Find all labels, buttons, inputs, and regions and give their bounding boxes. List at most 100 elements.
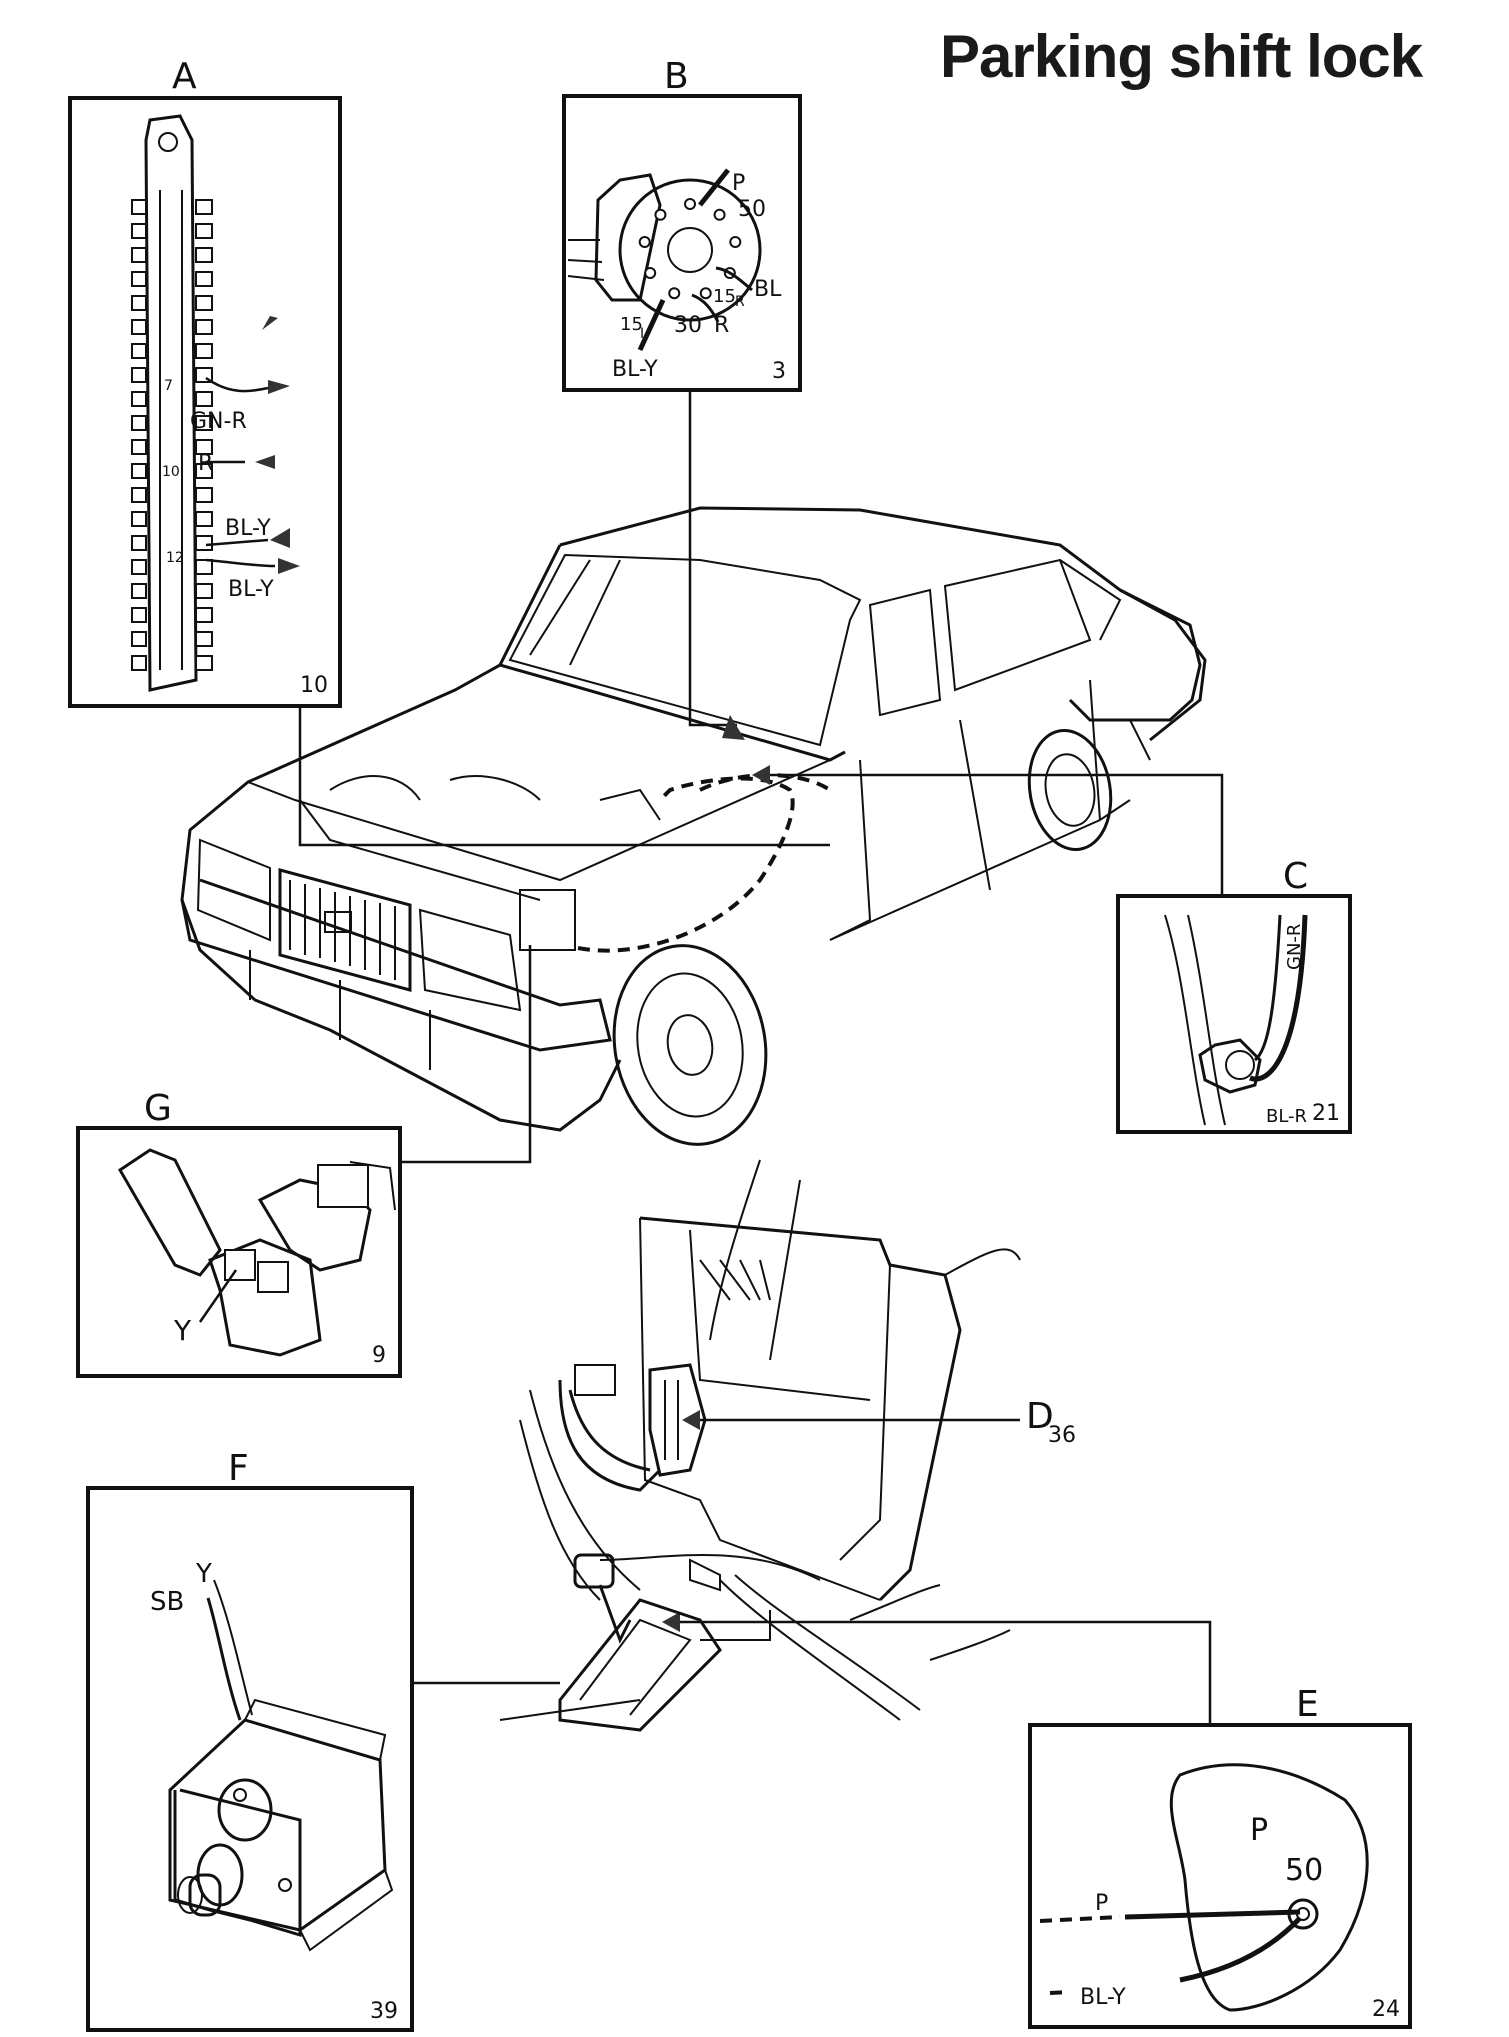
- terminal-p: P: [732, 171, 745, 196]
- switch-terminal-hole: [644, 267, 657, 279]
- wire-bl: [715, 266, 753, 292]
- connector-pin: [195, 247, 213, 263]
- connector-pin: [195, 391, 213, 407]
- wire-bl-y-a2: [205, 558, 276, 568]
- solenoid: [168, 1698, 394, 1952]
- terminal-50: 50: [738, 197, 766, 222]
- pin-12: 12: [166, 550, 184, 566]
- wire-sb: [206, 1597, 242, 1721]
- car-illustration: [180, 506, 1207, 1146]
- switch-terminal-hole: [684, 198, 696, 210]
- panel-f-label: F: [228, 1448, 249, 1489]
- panel-f-number: 39: [370, 1999, 398, 2024]
- wire-label-r: R: [198, 451, 213, 476]
- connector-pin: [131, 439, 147, 455]
- wire-gn-r-c: [1253, 914, 1282, 1062]
- connector-pin: [131, 487, 147, 503]
- wire-p-50: [698, 168, 730, 207]
- connector-pin: [131, 223, 147, 239]
- connector-pin: [195, 463, 213, 479]
- wire-r-b: [691, 293, 720, 323]
- panel-d-label: D: [1026, 1396, 1054, 1437]
- panel-b-number: 3: [772, 359, 786, 384]
- wire-label-bl-y-2: BL-Y: [228, 577, 274, 602]
- panel-b-frame: [562, 94, 802, 392]
- wire-bl-y-e: [1179, 1916, 1302, 1983]
- panel-a-label: A: [172, 56, 197, 97]
- panel-g-label: G: [144, 1088, 172, 1129]
- connector-pin: [131, 583, 147, 599]
- leader-c: [770, 773, 1224, 895]
- panel-b-label: B: [664, 56, 689, 97]
- connector-pin: [131, 247, 147, 263]
- wire-bl-y-b: [637, 298, 666, 352]
- wire-p-e: [1124, 1909, 1301, 1920]
- connector-pin: [195, 415, 213, 431]
- terminal-15r: 15: [713, 286, 736, 307]
- connector-pin: [195, 199, 213, 215]
- panel-f-frame: [86, 1486, 414, 2032]
- connector-pin: [195, 319, 213, 335]
- arrow-bl-y-2: [278, 558, 300, 574]
- panel-a-number: 10: [300, 673, 328, 698]
- panel-g-frame: [76, 1126, 402, 1378]
- panel-g-number: 9: [372, 1343, 386, 1368]
- console-illustration: D 36: [499, 1159, 1076, 1732]
- connector-pin: [195, 295, 213, 311]
- leader-b: [688, 390, 737, 727]
- wire-gn-r-a: [205, 376, 269, 393]
- terminal-30: 30: [674, 313, 702, 338]
- wire-label-sb: SB: [150, 1587, 184, 1617]
- panel-e-number: 24: [1372, 1997, 1400, 2022]
- wire-label-bl-r: BL-R: [1266, 1106, 1307, 1127]
- connector-pin: [195, 583, 213, 599]
- connector-pin: [131, 535, 147, 551]
- switch-terminal-hole: [654, 208, 667, 221]
- wire-label-gn-r: GN-R: [190, 409, 247, 434]
- panel-e-frame: [1028, 1723, 1412, 2029]
- connector-pin: [195, 535, 213, 551]
- wire-label-gn-r-c: GN-R: [1284, 924, 1305, 970]
- connector-pin: [131, 463, 147, 479]
- panel-c: C GN-R BL-R 21: [1116, 856, 1352, 1134]
- panel-c-number: 21: [1312, 1101, 1340, 1126]
- wire-bl-y-a1: [205, 538, 269, 547]
- panel-b: B P 50 15 R BL 15 I 30 R BL-Y 3: [562, 56, 802, 392]
- wire-label-bl-y-1: BL-Y: [225, 516, 271, 541]
- terminal-15r-sub: R: [735, 294, 745, 310]
- page-title: Parking shift lock: [940, 23, 1423, 90]
- wire-label-y-g: Y: [173, 1314, 192, 1347]
- connector-pin: [195, 655, 213, 671]
- leader-e: [680, 1620, 1212, 1725]
- leader-g: [400, 945, 532, 1164]
- connector-pin: [195, 631, 213, 647]
- leader-a: [298, 706, 830, 847]
- panel-c-label: C: [1283, 856, 1308, 897]
- connector-pin: [195, 559, 213, 575]
- arrow-bl-y-1: [270, 528, 290, 548]
- connector-pin: [131, 511, 147, 527]
- connector-pin: [131, 343, 147, 359]
- connector-pin: [131, 631, 147, 647]
- leader-lines: [298, 390, 1224, 1725]
- connector-pin: [195, 511, 213, 527]
- switch-terminal-hole: [638, 236, 651, 249]
- connector-pin: [195, 439, 213, 455]
- wire-label-bl-y-e: BL-Y: [1080, 1985, 1126, 2010]
- wire-p-e-dashed: [1039, 1915, 1121, 1923]
- connector-pin: [131, 607, 147, 623]
- ignition-switch: [567, 173, 762, 322]
- connector-pin: [195, 223, 213, 239]
- connector-pin: [131, 655, 147, 671]
- switch-terminal-hole: [699, 287, 712, 300]
- shift-knob: [1169, 1763, 1369, 2012]
- panel-e-label: E: [1296, 1684, 1319, 1725]
- connector-pin: [195, 607, 213, 623]
- connector-pin: [131, 415, 147, 431]
- connector-pin: [195, 487, 213, 503]
- panel-c-frame: [1116, 894, 1352, 1134]
- switch-terminal-hole: [713, 208, 726, 221]
- pointer-arrow: [262, 316, 278, 330]
- connector-pin: [131, 367, 147, 383]
